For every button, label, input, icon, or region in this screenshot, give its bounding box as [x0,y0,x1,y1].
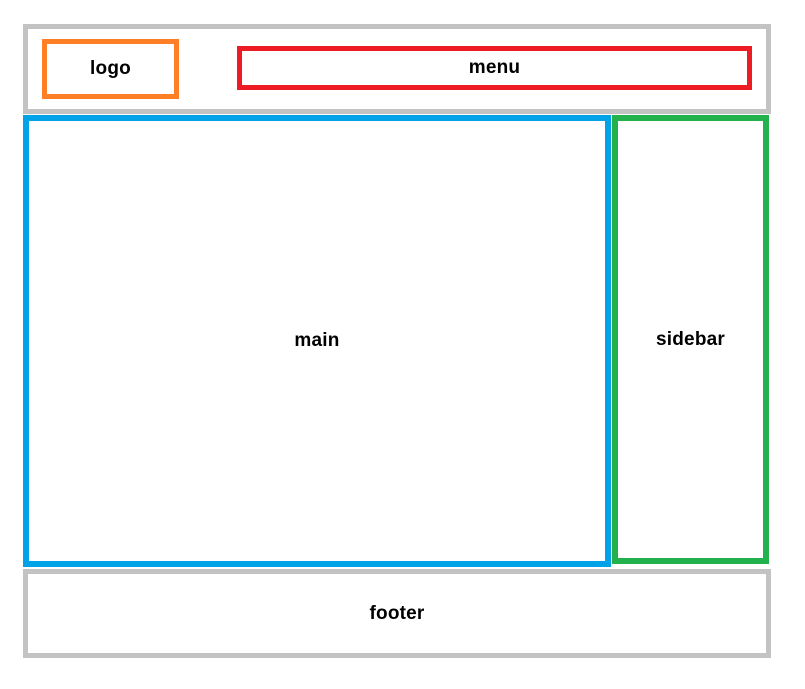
footer-label: footer [369,602,425,624]
main-label: main [294,330,340,351]
sidebar-region: sidebar [612,115,769,564]
footer-region: footer [23,569,771,658]
main-region: main [23,115,611,567]
logo-region: logo [42,39,179,99]
sidebar-label: sidebar [656,328,725,350]
header-region: logo menu [23,24,771,114]
menu-region: menu [237,46,752,90]
menu-label: menu [468,57,521,78]
logo-label: logo [90,58,131,79]
